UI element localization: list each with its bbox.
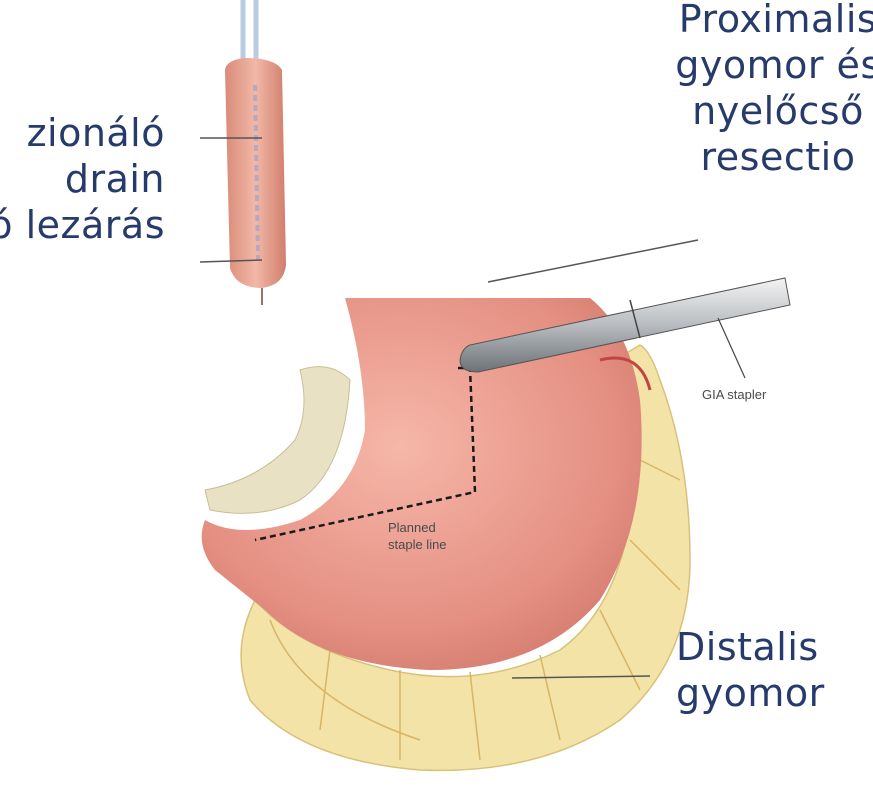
planned-staple-line-label: Planned staple line <box>388 519 447 553</box>
label-proximal-line-4: resectio <box>628 134 873 180</box>
label-distal-line-2: gyomor <box>676 670 825 716</box>
label-distal-line-1: Distalis <box>676 624 825 670</box>
label-proximal-line-2: gyomor és <box>628 42 873 88</box>
leader-line-top-right <box>488 240 698 282</box>
label-distal-stomach: Distalis gyomor <box>676 624 825 716</box>
lesser-omentum <box>205 367 350 514</box>
label-drain-line-2: drain <box>0 156 165 202</box>
gia-stapler-label: GIA stapler <box>702 386 766 403</box>
label-proximal-line-3: nyelőcső <box>628 88 873 134</box>
planned-label-line-1: Planned <box>388 519 447 536</box>
inset-drain-figure <box>225 0 286 305</box>
label-drain-line-3: ó lezárás <box>0 202 165 248</box>
label-drain: zionáló drain ó lezárás <box>0 110 165 248</box>
planned-label-line-2: staple line <box>388 536 447 553</box>
label-proximal-resection: Proximalis gyomor és nyelőcső resectio <box>628 0 873 180</box>
label-drain-line-1: zionáló <box>0 110 165 156</box>
label-proximal-line-1: Proximalis <box>628 0 873 42</box>
